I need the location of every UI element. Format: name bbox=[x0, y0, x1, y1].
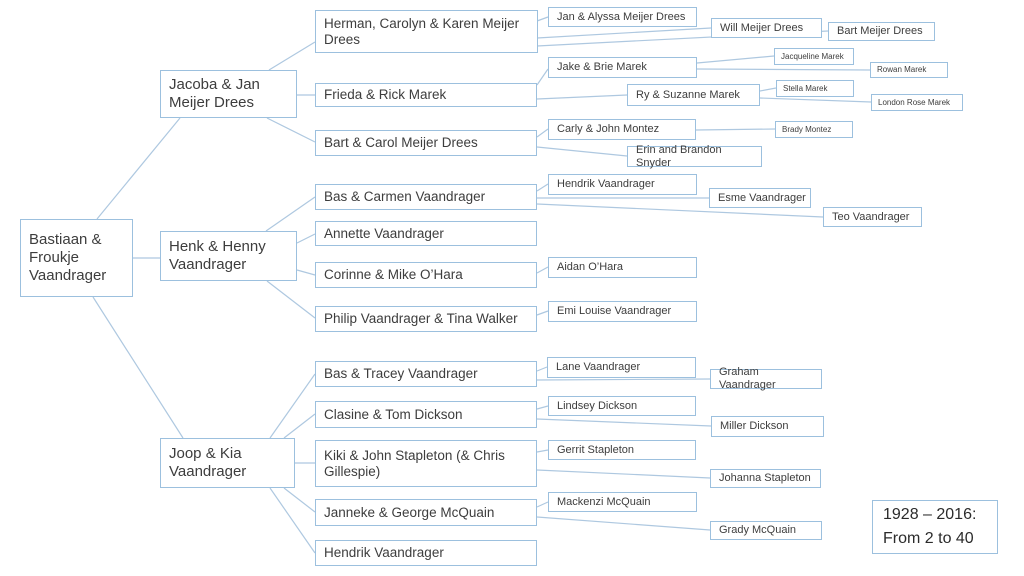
tree-node-gerrit: Gerrit Stapleton bbox=[548, 440, 696, 460]
tree-node-mackenzi: Mackenzi McQuain bbox=[548, 492, 697, 512]
connector-carly-brady bbox=[695, 128, 776, 131]
caption-years-box: 1928 – 2016: From 2 to 40 bbox=[872, 500, 998, 554]
connector-kiki-johanna bbox=[536, 469, 711, 479]
tree-node-joop: Joop & Kia Vaandrager bbox=[160, 438, 295, 488]
connector-janneke-grady bbox=[536, 516, 711, 531]
tree-node-miller: Miller Dickson bbox=[711, 416, 824, 437]
tree-node-bas-carmen: Bas & Carmen Vaandrager bbox=[315, 184, 537, 210]
connector-henk-bas-carmen bbox=[265, 196, 316, 232]
tree-node-clasine: Clasine & Tom Dickson bbox=[315, 401, 537, 428]
tree-node-bart-carol: Bart & Carol Meijer Drees bbox=[315, 130, 537, 156]
connector-jake-rowan bbox=[696, 68, 871, 71]
connector-henk-corinne bbox=[296, 269, 316, 276]
connector-bart-carol-carly bbox=[536, 128, 549, 138]
tree-node-rowan: Rowan Marek bbox=[870, 62, 948, 78]
tree-node-brady: Brady Montez bbox=[775, 121, 853, 138]
tree-node-annette: Annette Vaandrager bbox=[315, 221, 537, 246]
tree-node-aidan: Aidan O’Hara bbox=[548, 257, 697, 278]
connector-henk-annette bbox=[296, 233, 316, 244]
connector-frieda-ry-suzanne bbox=[536, 94, 628, 100]
connector-ry-stella bbox=[759, 87, 777, 92]
connector-jacoba-herman bbox=[268, 41, 316, 71]
tree-node-london: London Rose Marek bbox=[871, 94, 963, 111]
connector-corinne-aidan bbox=[536, 266, 549, 274]
connector-bas-tracey-lane bbox=[536, 366, 548, 372]
tree-node-stella: Stella Marek bbox=[776, 80, 854, 97]
connector-bas-carmen-teo bbox=[536, 203, 824, 218]
tree-node-corinne: Corinne & Mike O’Hara bbox=[315, 262, 537, 288]
tree-node-hendrik-sr: Hendrik Vaandrager bbox=[315, 540, 537, 566]
tree-node-bas-tracey: Bas & Tracey Vaandrager bbox=[315, 361, 537, 387]
tree-node-jacqueline: Jacqueline Marek bbox=[774, 48, 854, 65]
connector-joop-clasine bbox=[283, 413, 316, 439]
connector-clasine-miller bbox=[536, 418, 712, 427]
connector-janneke-mackenzi bbox=[536, 501, 549, 508]
tree-node-root: Bastiaan & Froukje Vaandrager bbox=[20, 219, 133, 297]
connector-henk-philip bbox=[266, 280, 316, 319]
tree-node-erin-brandon: Erin and Brandon Snyder bbox=[627, 144, 762, 169]
tree-node-herman: Herman, Carolyn & Karen Meijer Drees bbox=[315, 10, 538, 53]
tree-node-lane: Lane Vaandrager bbox=[547, 357, 696, 378]
connector-bart-carol-erin bbox=[536, 146, 628, 157]
connector-herman-jan-alyssa bbox=[536, 16, 549, 22]
tree-node-hendrik-jr: Hendrik Vaandrager bbox=[548, 174, 697, 195]
connector-root-joop bbox=[92, 296, 184, 439]
connector-kiki-gerrit bbox=[536, 449, 549, 453]
connector-clasine-lindsey bbox=[536, 405, 549, 410]
tree-node-esme: Esme Vaandrager bbox=[709, 188, 811, 208]
connector-bas-tracey-graham bbox=[536, 378, 711, 381]
tree-node-teo: Teo Vaandrager bbox=[823, 207, 922, 227]
tree-node-emi: Emi Louise Vaandrager bbox=[548, 301, 697, 322]
tree-node-johanna: Johanna Stapleton bbox=[710, 469, 821, 488]
tree-node-philip: Philip Vaandrager & Tina Walker bbox=[315, 306, 537, 332]
tree-node-ry-suzanne: Ry & Suzanne Marek bbox=[627, 84, 760, 106]
tree-node-bart-md: Bart Meijer Drees bbox=[828, 22, 935, 41]
connector-jake-jacqueline bbox=[696, 55, 775, 64]
tree-node-lindsey: Lindsey Dickson bbox=[548, 396, 696, 416]
connector-herman-will bbox=[536, 27, 712, 39]
tree-node-henk: Henk & Henny Vaandrager bbox=[160, 231, 297, 281]
connector-joop-janneke bbox=[283, 487, 316, 513]
tree-node-grady: Grady McQuain bbox=[710, 521, 822, 540]
connector-bas-carmen-hendrik-jr bbox=[536, 183, 549, 192]
tree-node-jake-brie: Jake & Brie Marek bbox=[548, 57, 697, 78]
tree-node-will: Will Meijer Drees bbox=[711, 18, 822, 38]
connector-frieda-jake-brie bbox=[536, 68, 549, 86]
tree-node-jacoba: Jacoba & Jan Meijer Drees bbox=[160, 70, 297, 118]
connector-joop-bas-tracey bbox=[269, 373, 316, 439]
connector-root-jacoba bbox=[96, 117, 181, 220]
tree-node-janneke: Janneke & George McQuain bbox=[315, 499, 537, 526]
tree-node-frieda: Frieda & Rick Marek bbox=[315, 83, 537, 107]
tree-node-kiki: Kiki & John Stapleton (& Chris Gillespie… bbox=[315, 440, 537, 487]
connector-philip-emi bbox=[536, 310, 549, 316]
connector-joop-hendrik-sr bbox=[269, 487, 316, 554]
tree-node-carly-john: Carly & John Montez bbox=[548, 119, 696, 140]
connector-ry-london bbox=[759, 97, 872, 103]
tree-node-graham: Graham Vaandrager bbox=[710, 366, 822, 391]
tree-node-jan-alyssa: Jan & Alyssa Meijer Drees bbox=[548, 7, 697, 27]
connector-jacoba-bart-carol bbox=[266, 117, 316, 143]
